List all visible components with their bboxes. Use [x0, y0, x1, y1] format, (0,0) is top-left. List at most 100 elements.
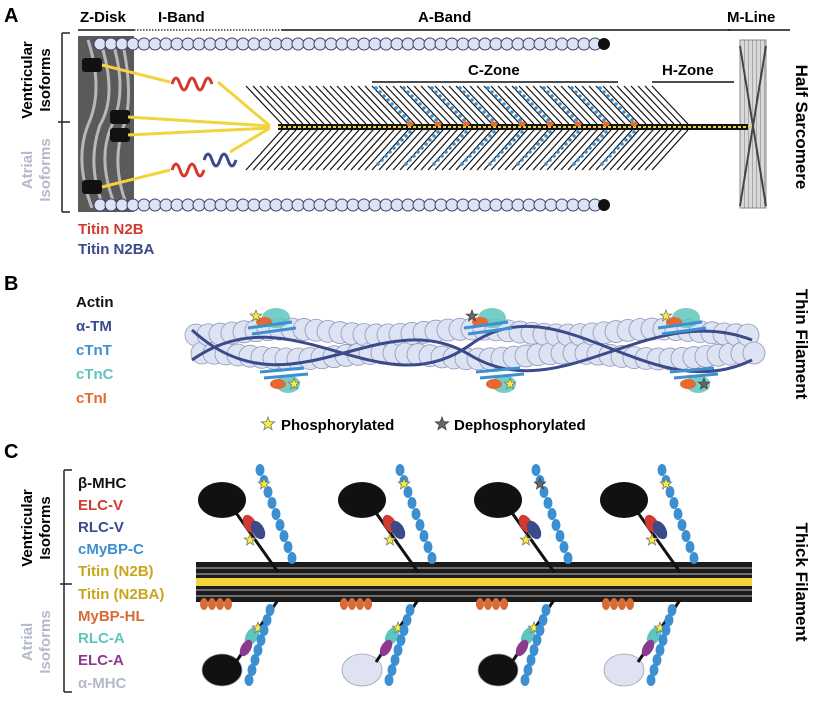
actin-bead — [434, 37, 448, 51]
cmybp-c-domain — [263, 486, 273, 498]
panel-a-atrial-label: Atrial — [19, 151, 36, 189]
actin-bead — [159, 198, 173, 212]
ctnt-bottom — [479, 372, 525, 380]
mybp-c-dot — [420, 146, 424, 150]
myosin-head-line — [350, 85, 388, 125]
alpha-mhc-head — [201, 653, 243, 687]
myosin-head-line — [469, 129, 507, 171]
cmybp-c-domain — [523, 664, 533, 676]
mybp-c-dot — [432, 162, 436, 166]
actin-bead — [236, 37, 250, 51]
actin-bead — [137, 198, 151, 212]
actin-bead — [247, 37, 261, 51]
mybp-c-dot — [504, 146, 508, 150]
mybp-c-dot — [606, 94, 610, 98]
myosin-head-line — [602, 85, 640, 125]
legend-ctnt: cTnT — [76, 342, 112, 359]
phosphorylation-star-icon — [383, 532, 397, 546]
myosin-head-line — [427, 85, 465, 125]
actin-bead — [412, 198, 426, 212]
cmybp-c-domain — [563, 552, 573, 564]
ctnt-top — [467, 326, 513, 336]
cmybp-c-domain — [532, 634, 542, 646]
mybp-c-dot — [494, 94, 498, 98]
myosin-head-line — [350, 129, 388, 171]
mybp-c-dot — [572, 134, 576, 138]
myosin-head-line — [469, 85, 507, 125]
mybp-c-dot — [426, 110, 430, 114]
mybp-c-dot — [572, 162, 576, 166]
legend-rlc-v: RLC-V — [78, 519, 124, 536]
cmybp-c-domain — [664, 614, 674, 626]
mybp-c-dot — [566, 110, 570, 114]
mybp-c-dot — [424, 142, 428, 146]
cmybp-c-domain — [673, 508, 683, 520]
mybp-c-dot — [592, 142, 596, 146]
mybp-c-dot — [568, 138, 572, 142]
cmybp-c-domain — [256, 634, 266, 646]
phosphorylation-star-icon — [519, 532, 533, 546]
actin-bead — [401, 198, 415, 212]
mybp-c-dot — [382, 94, 386, 98]
myosin-head-line — [434, 129, 472, 171]
actin-bead — [456, 37, 470, 51]
mybp-c-dot — [402, 86, 406, 90]
phosphorylated-star-icon — [260, 415, 276, 431]
myosin-head-line — [609, 129, 647, 171]
mybp-hl-dot — [518, 121, 526, 127]
mybp-hl-dot — [434, 121, 442, 127]
panel-b-letter: B — [4, 273, 18, 295]
legend-alpha-tm: α-TM — [76, 318, 112, 335]
cmybp-c-domain — [279, 530, 289, 542]
mybp-c-dot — [480, 142, 484, 146]
actin-bead — [170, 37, 184, 51]
mybp-c-dot — [618, 106, 622, 110]
thin-filament-actin — [184, 317, 766, 371]
half-sarcomere-label: Half Sarcomere — [792, 65, 811, 190]
myosin-head-line — [546, 85, 584, 125]
cmybp-c-domain — [427, 552, 437, 564]
cmybp-c-domain — [689, 552, 699, 564]
tropomyosin-strand-2 — [191, 324, 753, 374]
dephosphorylated-label: Dephosphorylated — [454, 417, 586, 434]
actin-filament-top — [93, 37, 610, 51]
actin-bead — [357, 198, 371, 212]
rlc-v — [526, 520, 542, 540]
mybp-c-dot — [594, 110, 598, 114]
myosin-head-line — [273, 85, 311, 125]
actin-monomer — [742, 341, 766, 365]
mybp-c-dot — [580, 154, 584, 158]
legend-titin-n2b-c: Titin (N2B) — [78, 563, 154, 580]
cmybp-c-domain — [667, 604, 677, 616]
mybp-c-dot — [632, 130, 636, 134]
mybp-c-dot — [468, 154, 472, 158]
myosin-head-line — [315, 129, 353, 171]
ctnt-bottom — [475, 366, 521, 374]
mybp-c-dot — [472, 150, 476, 154]
mybp-c-dot — [528, 150, 532, 154]
mybp-c-dot — [422, 106, 426, 110]
actin-bead — [181, 198, 195, 212]
mybp-c-dot — [614, 102, 618, 106]
mybp-c-dot — [586, 102, 590, 106]
actin-bead — [93, 37, 107, 51]
cmybp-c-domain — [399, 624, 409, 636]
legend-rlc-a: RLC-A — [78, 630, 125, 647]
mybp-c-dot — [408, 130, 412, 134]
elc-a — [379, 639, 393, 657]
mybp-c-dot — [430, 114, 434, 118]
mybp-c-dot — [604, 130, 608, 134]
myosin-head-line — [483, 85, 521, 125]
myosin-head-line — [343, 85, 381, 125]
myosin-head-line — [581, 129, 619, 171]
actin-bead — [104, 37, 118, 51]
mybp-c-dot — [546, 118, 550, 122]
actin-bead — [159, 37, 173, 51]
actin-bead — [379, 198, 393, 212]
mybp-c-dot — [558, 102, 562, 106]
z-disk-label: Z-Disk — [80, 9, 127, 26]
mybp-c-dot — [460, 134, 464, 138]
myosin-head-line — [371, 85, 409, 125]
mybp-c-dot — [436, 130, 440, 134]
dephosphorylation-star-icon — [465, 308, 479, 322]
